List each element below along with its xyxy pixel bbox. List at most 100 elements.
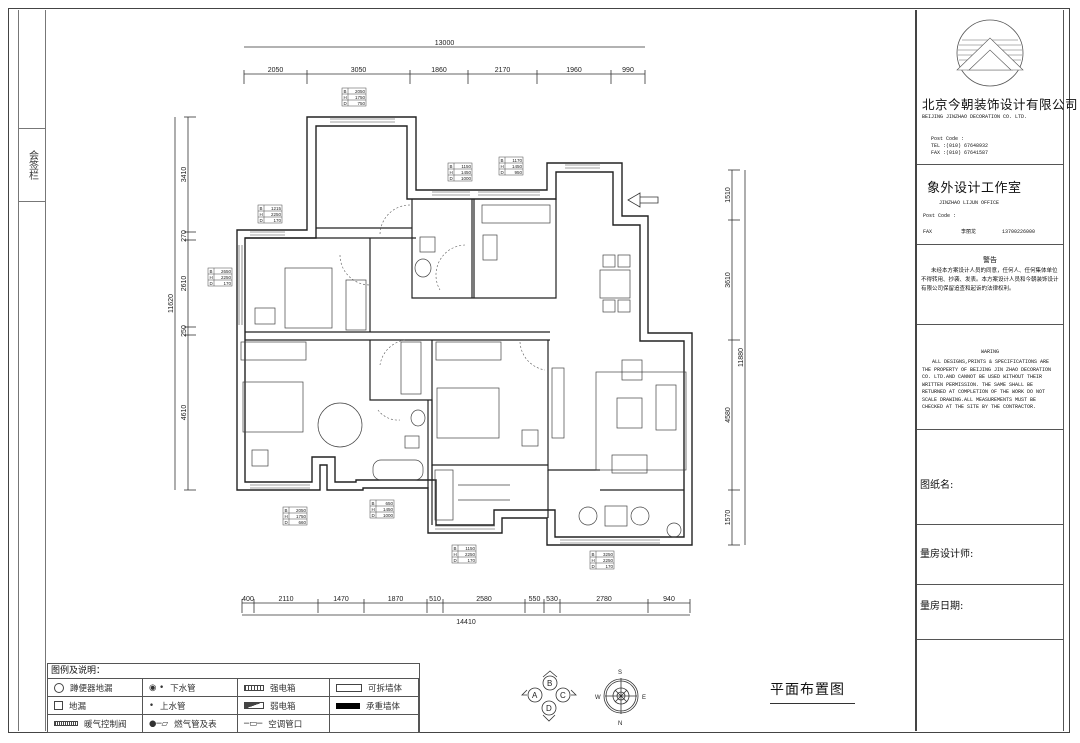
bed-second (436, 387, 500, 439)
index-mark-a: A (532, 691, 538, 700)
legend-label: 上水管 (160, 701, 186, 712)
tag-value-h: 1750 (296, 514, 307, 519)
dimension-label: 990 (622, 67, 634, 74)
legend-item: 地漏 (48, 697, 143, 715)
legend-item: ─▭─空调管口 (238, 715, 330, 733)
wardrobe-corridor (434, 469, 454, 521)
dimension-label: 2170 (495, 67, 511, 74)
windows (238, 118, 660, 544)
designer-label: 量房设计师: (920, 549, 974, 560)
tag-value-b: 1215 (271, 206, 282, 211)
office-name-cn: 象外设计工作室 (927, 181, 1022, 196)
bathtub (372, 459, 424, 481)
dimension-label: 1860 (431, 67, 447, 74)
desk-north (254, 307, 276, 325)
legend-item: ●─▱燃气管及表 (143, 715, 238, 733)
drawing-name-row: 图纸名: (917, 430, 1063, 525)
tag-key: H (344, 95, 347, 100)
warning-en-body: ALL DESIGNS,PRINTS & SPECIFICATIONS ARE … (922, 359, 1052, 410)
washing-machine (666, 522, 682, 538)
margin-label: 会签栏 (19, 128, 45, 202)
legend-label: 蹲便器地漏 (70, 683, 113, 694)
dimension-total: 11620 (168, 294, 175, 313)
balcony-stool (630, 506, 650, 526)
tag-value-b: 1170 (512, 158, 522, 163)
tag-key: B (210, 269, 213, 274)
dining-chair (617, 299, 631, 313)
tag-value-d: 950 (514, 170, 522, 175)
dimension-label: 1510 (725, 187, 732, 203)
toilet-north (419, 236, 436, 253)
drain-pipe-icon: ◉ • (149, 682, 165, 693)
legend-item: 可拆墙体 (330, 679, 419, 697)
tag-key: D (592, 564, 596, 569)
chair-second (521, 429, 539, 447)
chair-master (251, 449, 269, 467)
tag-value-d: 1000 (461, 176, 472, 181)
tag-key: D (260, 218, 264, 223)
legend-label: 地漏 (69, 701, 87, 712)
tag-key: H (454, 552, 457, 557)
date-label: 量房日期: (920, 601, 964, 612)
dining-chair (602, 254, 616, 268)
index-and-compass: A B C D S N W E (521, 670, 646, 727)
legend: 图例及说明： 蹲便器地漏 ◉ • 下水管 强电箱 可拆墙体 地漏 • 上水管 弱电箱… (47, 663, 420, 733)
legend-item: 蹲便器地漏 (48, 679, 143, 697)
warning-cn: 警告 未经本方案设计人员的同意，任何人、任何集体单位不得转用、抄袭、发表。本方案… (917, 245, 1063, 325)
plan-title: 平面布置图 (770, 679, 855, 704)
tag-key: B (592, 552, 595, 557)
tag-key: B (501, 158, 504, 163)
dining-chair (617, 254, 631, 268)
tag-key: D (501, 170, 505, 175)
furniture (240, 204, 687, 538)
legend-label: 下水管 (170, 683, 196, 694)
wardrobe-hall (400, 341, 422, 395)
legend-label: 燃气管及表 (174, 719, 217, 730)
tag-key: D (285, 520, 289, 525)
legend-title: 图例及说明： (48, 664, 419, 679)
dimension-label: 1570 (725, 510, 732, 526)
removable-wall-icon (336, 683, 362, 692)
company-logo-icon (956, 19, 1024, 87)
tag-value-b: 1150 (465, 546, 475, 551)
round-rug (317, 402, 363, 448)
dimension-label: 2050 (268, 67, 284, 74)
dimension-label: 1470 (333, 596, 349, 603)
tag-value-b: 2650 (221, 269, 232, 274)
armchair (621, 359, 643, 381)
logo-area (917, 10, 1063, 90)
legend-label: 强电箱 (270, 683, 296, 694)
tag-value-d: 170 (605, 564, 613, 569)
dimension-label: 550 (529, 596, 541, 603)
warning-cn-title: 警告 (983, 256, 997, 264)
office-info: 象外设计工作室 JINZHAO LIJUN OFFICE Post Code :… (917, 165, 1063, 245)
legend-label: 承重墙体 (366, 701, 401, 712)
dimension-label: 250 (181, 325, 188, 337)
dimension-label: 530 (546, 596, 558, 603)
wardrobe-north (345, 279, 367, 331)
floor-drain-icon (54, 701, 63, 710)
company-name-en: BEIJING JINZHAO DECORATION CO. LTD. (922, 114, 1028, 120)
tag-value-b: 2050 (355, 89, 366, 94)
binding-margin: 会签栏 (18, 10, 46, 731)
legend-item: ◉ • 下水管 (143, 679, 238, 697)
heating-valve-icon (54, 721, 78, 726)
living-rug (595, 371, 687, 471)
tag-key: B (450, 164, 453, 169)
low-voltage-box-icon (244, 702, 264, 709)
drawing-frame (8, 8, 1070, 733)
tag-key: D (450, 176, 454, 181)
company-info: 北京今朝装饰设计有限公司 BEIJING JINZHAO DECORATION … (917, 90, 1078, 165)
legend-label: 弱电箱 (270, 701, 296, 712)
wardrobe-master (240, 341, 307, 361)
tag-value-d: 1000 (383, 513, 394, 518)
tag-key: H (260, 212, 263, 217)
water-supply-icon: • (149, 700, 155, 711)
dimension-label: 3610 (725, 272, 732, 288)
compass-e: E (642, 695, 646, 701)
tag-key: B (372, 501, 375, 506)
